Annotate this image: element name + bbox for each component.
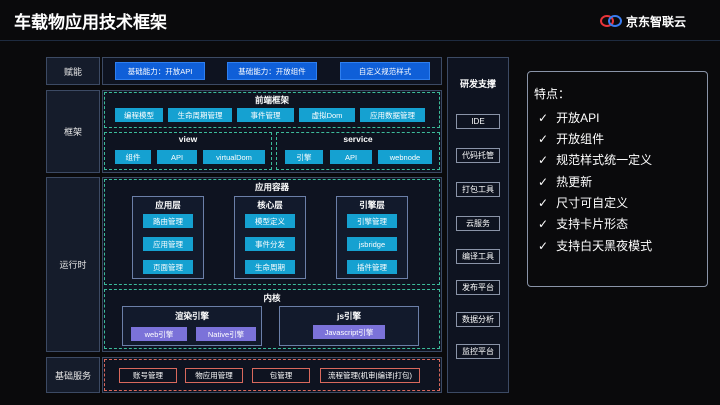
title-divider: [0, 40, 720, 41]
app-layer-item: 应用管理: [143, 237, 193, 251]
feature-label: 开放组件: [556, 132, 605, 146]
frontend-framework-title: 前端框架: [254, 95, 289, 105]
base-service-item: 流程管理(机审|编译|打包): [320, 368, 420, 383]
feature-item: ✓ 规范样式统一定义: [538, 151, 652, 168]
dev-support-item: 监控平台: [456, 344, 500, 359]
row-label-yunxingshi: 运行时: [46, 177, 100, 352]
check-icon: ✓: [538, 216, 549, 231]
js-engine-item: Javascript引擎: [313, 325, 385, 339]
kernel-box: [104, 289, 440, 349]
features-box: [527, 71, 708, 287]
check-icon: ✓: [538, 195, 549, 210]
row-label-funeng: 赋能: [46, 57, 100, 85]
check-icon: ✓: [538, 131, 549, 146]
feature-item: ✓ 开放API: [538, 109, 599, 126]
feature-label: 开放API: [556, 111, 600, 125]
check-icon: ✓: [538, 238, 549, 253]
page-title: 车载物应用技术框架: [14, 13, 167, 32]
feature-label: 支持卡片形态: [556, 217, 629, 231]
core-layer-item: 事件分发: [245, 237, 295, 251]
feature-item: ✓ 支持白天黑夜模式: [538, 237, 652, 254]
frontend-item: 编程模型: [115, 108, 163, 122]
frontend-framework: [104, 92, 440, 128]
jichu-panel: [102, 357, 442, 393]
feature-label: 规范样式统一定义: [556, 153, 653, 167]
engine-layer-item: jsbridge: [347, 237, 397, 251]
view-item: 组件: [115, 150, 151, 164]
dev-support-title: 研发支撑: [459, 79, 496, 89]
dev-support-item: IDE: [456, 114, 500, 129]
features-title: 特点：: [534, 87, 571, 101]
js-engine-title: js引擎: [336, 311, 362, 321]
app-container: [104, 179, 440, 285]
frontend-item: 应用数据管理: [360, 108, 425, 122]
dev-support-item: 代码托管: [456, 148, 500, 163]
funeng-item-style: 自定义规范样式: [340, 62, 430, 80]
jd-cloud-logo-icon: [600, 15, 622, 27]
base-service-item: 账号管理: [119, 368, 177, 383]
dev-support-item: 发布平台: [456, 280, 500, 295]
service-item: API: [330, 150, 372, 164]
base-services: [104, 359, 440, 391]
service-title: service: [343, 134, 373, 144]
row-label-jichu: 基础服务: [46, 357, 100, 393]
view-item: virtualDom: [203, 150, 265, 164]
engine-layer-title: 引擎层: [359, 200, 385, 210]
feature-item: ✓ 开放组件: [538, 130, 604, 147]
view-box: [104, 132, 272, 170]
kernel-title: 内核: [263, 293, 281, 303]
check-icon: ✓: [538, 174, 549, 189]
feature-item: ✓ 热更新: [538, 173, 592, 190]
core-layer-item: 模型定义: [245, 214, 295, 228]
engine-layer-item: 引擎管理: [347, 214, 397, 228]
dev-support-item: 数据分析: [456, 312, 500, 327]
frontend-item: 生命周期管理: [168, 108, 232, 122]
check-icon: ✓: [538, 110, 549, 125]
app-container-title: 应用容器: [254, 182, 289, 192]
frontend-item: 虚拟Dom: [299, 108, 355, 122]
logo-text: 京东智联云: [626, 14, 687, 29]
core-layer-title: 核心层: [257, 200, 283, 210]
dev-support-item: 编译工具: [456, 249, 500, 264]
funeng-item-component: 基础能力：开放组件: [227, 62, 317, 80]
feature-item: ✓ 尺寸可自定义: [538, 194, 628, 211]
feature-label: 支持白天黑夜模式: [556, 239, 653, 253]
frontend-item: 事件管理: [237, 108, 294, 122]
feature-item: ✓ 支持卡片形态: [538, 215, 628, 232]
funeng-item-api: 基础能力：开放API: [115, 62, 205, 80]
service-box: [276, 132, 440, 170]
render-engine-item: web引擎: [131, 327, 187, 341]
render-engine-title: 渲染引擎: [174, 311, 209, 321]
engine-layer-item: 插件管理: [347, 260, 397, 274]
app-layer-item: 页面管理: [143, 260, 193, 274]
feature-label: 尺寸可自定义: [556, 196, 629, 210]
view-item: API: [157, 150, 197, 164]
app-layer-item: 路由管理: [143, 214, 193, 228]
dev-support-item: 打包工具: [456, 182, 500, 197]
dev-support-item: 云服务: [456, 216, 500, 231]
check-icon: ✓: [538, 152, 549, 167]
feature-label: 热更新: [556, 175, 593, 189]
app-layer-title: 应用层: [155, 200, 181, 210]
render-engine-item: Native引擎: [196, 327, 256, 341]
row-label-kuangjia: 框架: [46, 90, 100, 173]
service-item: webnode: [378, 150, 432, 164]
base-service-item: 包管理: [252, 368, 310, 383]
core-layer-item: 生命周期: [245, 260, 295, 274]
service-item: 引擎: [285, 150, 323, 164]
view-title: view: [178, 134, 198, 144]
logo: 京东智联云: [600, 10, 710, 32]
base-service-item: 物应用管理: [185, 368, 243, 383]
